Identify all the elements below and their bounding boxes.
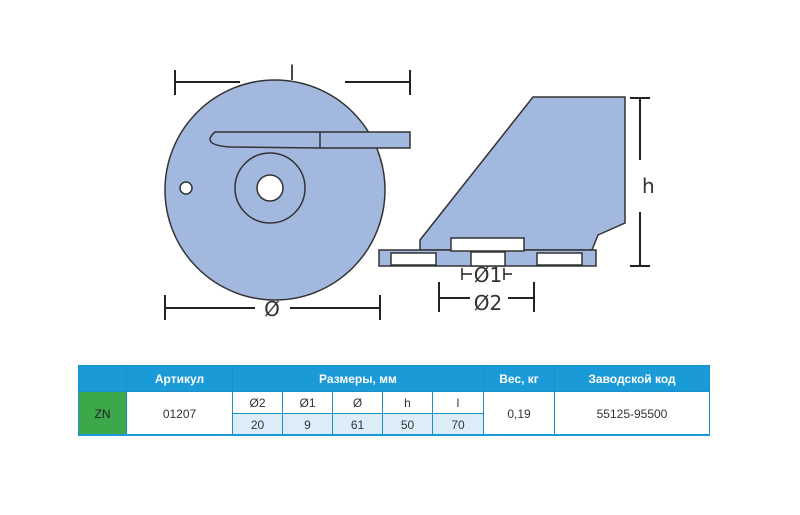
top-view [164,79,411,301]
dim-value-d1: 9 [282,413,333,436]
header-factory-code: Заводской код [554,365,710,392]
d2-label: Ø2 [474,291,502,315]
article-cell: 01207 [126,391,233,436]
height-dimension [630,97,650,267]
length-dimension [174,70,411,95]
dim-header-h: h [382,391,433,414]
dim-header-d: Ø [332,391,383,414]
factory-code-cell: 55125-95500 [554,391,710,436]
dim-header-d1: Ø1 [282,391,333,414]
dim-header-d2: Ø2 [232,391,283,414]
d2-dimension [438,282,535,312]
weight-cell: 0,19 [483,391,555,436]
dim-value-d: 61 [332,413,383,436]
material-cell: ZN [78,391,127,436]
diameter-dimension [164,295,381,320]
diameter-label: Ø [264,297,280,321]
height-label: h [642,174,655,198]
d1-dimension [461,268,512,280]
d1-label: Ø1 [474,263,502,287]
header-weight: Вес, кг [483,365,555,392]
dim-value-d2: 20 [232,413,283,436]
dim-value-l: 70 [432,413,484,436]
dim-header-l: l [432,391,484,414]
dim-value-h: 50 [382,413,433,436]
table-header-row: Артикул Размеры, мм Вес, кг Заводской ко… [78,365,710,392]
header-material [78,365,127,392]
length-label: l [289,61,295,85]
table-row: ZN 01207 Ø2 Ø1 Ø h l 0,19 55125-95500 [78,391,710,436]
header-dimensions: Размеры, мм [232,365,484,392]
table-bottom-rule [78,434,710,436]
technical-drawing: l Ø h Ø1 Ø2 [164,61,655,321]
header-article: Артикул [126,365,233,392]
side-view [378,96,626,267]
spec-table: Артикул Размеры, мм Вес, кг Заводской ко… [78,365,710,436]
